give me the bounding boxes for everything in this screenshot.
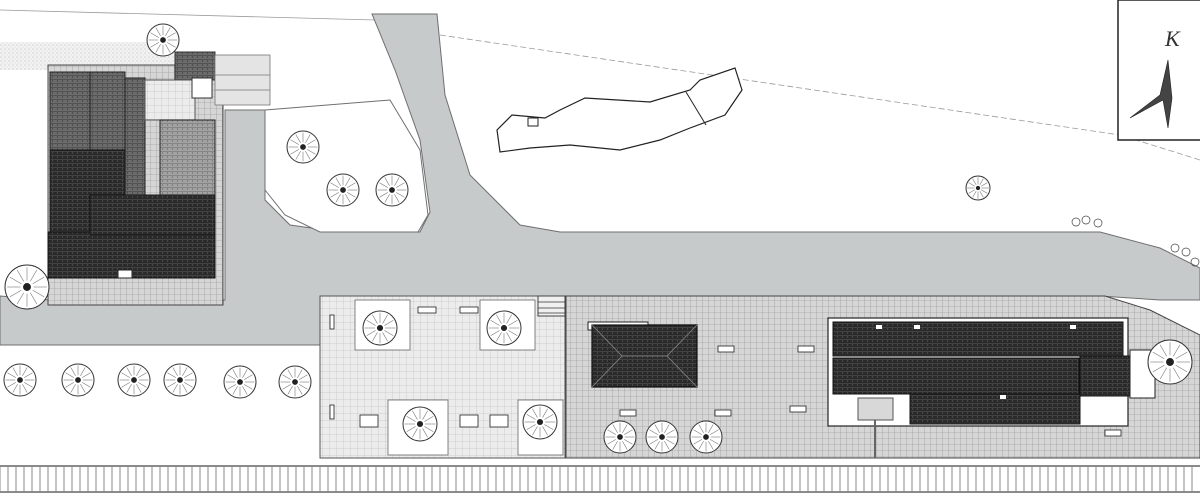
tree — [689, 420, 723, 454]
rail-track — [0, 460, 1200, 500]
left-entry-block — [174, 51, 216, 81]
tree — [146, 23, 180, 57]
tree — [117, 363, 151, 397]
left-roof-light — [159, 119, 216, 196]
tree — [61, 363, 95, 397]
tree — [362, 310, 398, 346]
plaza-stair-lines — [538, 301, 565, 314]
left-building-complex — [47, 51, 224, 306]
tree — [522, 404, 558, 440]
tree — [402, 406, 438, 442]
tree — [645, 420, 679, 454]
north-arrow-frame: К — [1117, 0, 1200, 141]
tree — [375, 173, 409, 207]
top-outline-divider — [685, 91, 707, 126]
tree — [486, 310, 522, 346]
left-small-square — [191, 77, 213, 99]
left-door — [117, 269, 133, 279]
shrubs — [1071, 215, 1200, 267]
left-roof-n — [89, 71, 126, 151]
benches — [329, 306, 1122, 437]
top-outline-detail — [527, 117, 539, 127]
entry-steps — [214, 54, 271, 106]
small-station-building — [587, 321, 698, 388]
north-arrow-icon — [1129, 59, 1173, 129]
top-outline-building — [496, 67, 743, 153]
tree — [3, 363, 37, 397]
plaza-stairs — [537, 295, 566, 317]
tree — [1147, 339, 1193, 385]
left-roof-strip — [124, 77, 146, 199]
main-station-building — [827, 317, 1156, 458]
tree — [286, 130, 320, 164]
tree — [278, 365, 312, 399]
tree — [163, 363, 197, 397]
left-roof-nw — [49, 71, 91, 151]
trees — [3, 23, 1193, 454]
north-arrow-label: К — [1164, 26, 1181, 51]
left-inner-court — [144, 79, 196, 121]
left-roof-dark-south — [47, 194, 216, 279]
tree — [223, 365, 257, 399]
tree — [4, 264, 50, 310]
tree — [326, 173, 360, 207]
tree — [965, 175, 991, 201]
station-entry-canopy — [857, 397, 894, 421]
tree — [603, 420, 637, 454]
